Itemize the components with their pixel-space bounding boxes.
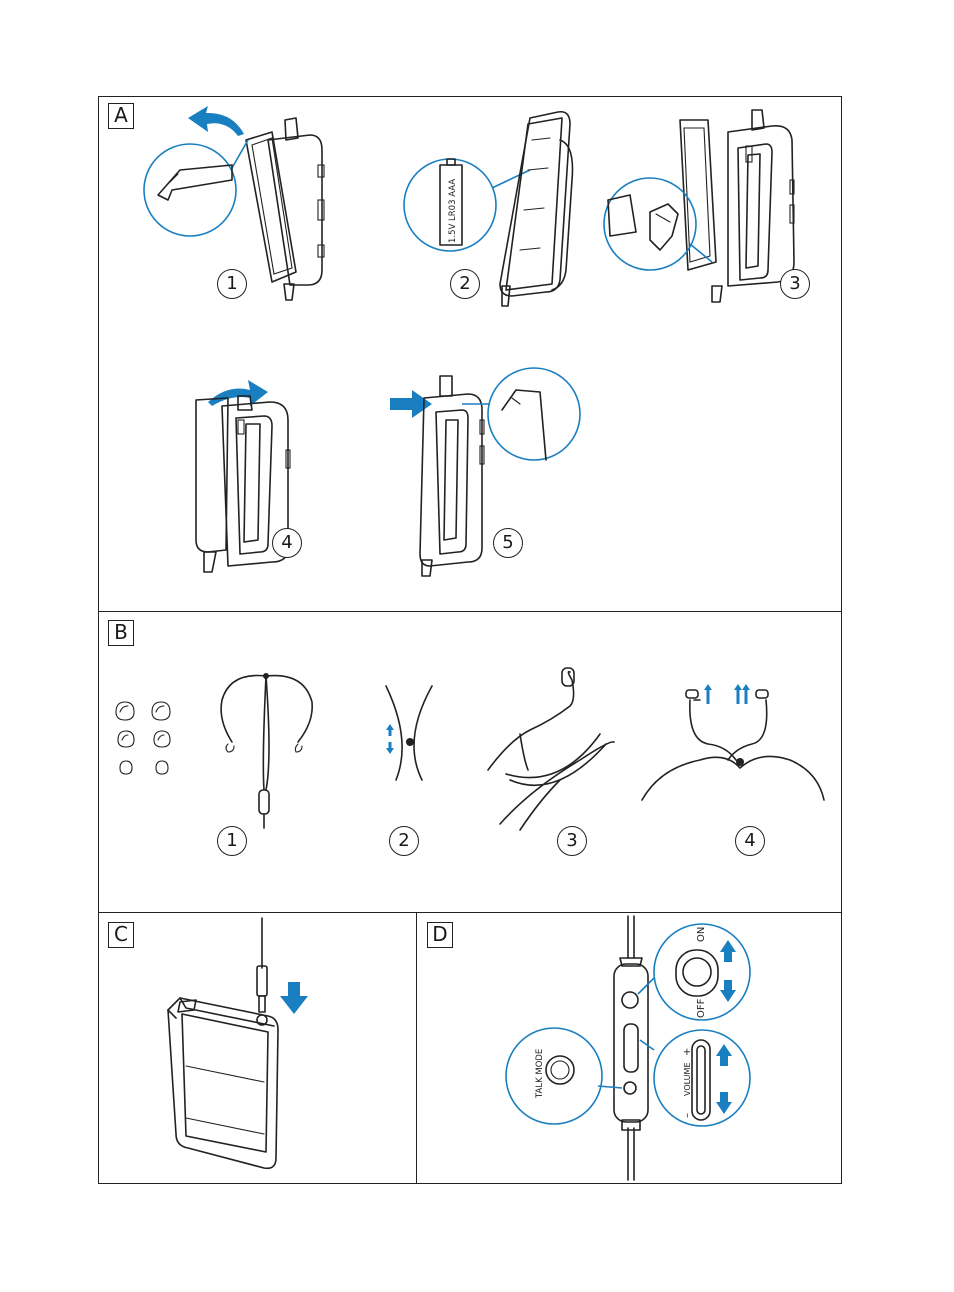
section-a-label: A [108,103,134,129]
section-c-label: C [108,922,134,948]
volume-label: VOLUME [683,1063,692,1097]
a-step-2-badge: 2 [450,269,480,299]
a-step-5-badge: 5 [493,528,523,558]
volume-minus-label: – [682,1113,693,1118]
talk-mode-label: TALK MODE [535,1049,545,1099]
section-d-panel [416,912,842,1184]
battery-type-text: 1.5V LR03 AAA [448,179,458,243]
a-step-3-badge: 3 [780,269,810,299]
a-step-4-badge: 4 [272,528,302,558]
b-step-2-badge: 2 [389,826,419,856]
off-label: OFF [696,998,707,1018]
section-d-label: D [427,922,453,948]
section-b-label: B [108,620,134,646]
volume-plus-label: + [682,1048,693,1056]
on-label: ON [696,927,707,942]
b-step-1-badge: 1 [217,826,247,856]
a-step-1-badge: 1 [217,269,247,299]
b-step-3-badge: 3 [557,826,587,856]
b-step-4-badge: 4 [735,826,765,856]
